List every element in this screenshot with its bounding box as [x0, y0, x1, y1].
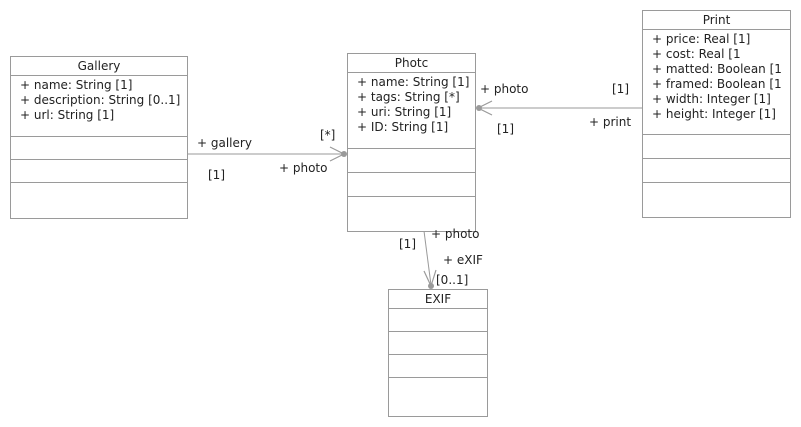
photo-exif-photo-role-label: + photo: [431, 227, 480, 241]
attribute-photo-tags: + tags: String [*]: [357, 90, 460, 104]
class-gallery-extra-compartment: [11, 159, 187, 182]
class-photo-extra-compartment: [348, 172, 475, 196]
class-exif-extra-compartment-2: [389, 377, 487, 416]
association-photo-exif-ownership-dot: [428, 283, 434, 289]
attribute-print-framed: + framed: Boolean [1: [652, 77, 782, 91]
class-gallery-operations-compartment: [11, 136, 187, 159]
attribute-photo-id: + ID: String [1]: [357, 120, 449, 134]
class-print-extra-compartment-2: [643, 182, 790, 217]
attribute-print-cost: + cost: Real [1: [652, 47, 741, 61]
class-photo-operations-compartment: [348, 148, 475, 172]
attribute-gallery-name: + name: String [1]: [20, 78, 133, 92]
print-photo-photo-role-label: + photo: [480, 82, 529, 96]
class-gallery-attributes: + name: String [1] + description: String…: [11, 76, 187, 136]
photo-exif-exif-multiplicity-label: [0..1]: [436, 273, 469, 287]
association-photo-exif-line: [423, 230, 432, 286]
gallery-photo-photo-role-label: + photo: [279, 161, 328, 175]
class-exif-operations-compartment: [389, 331, 487, 354]
print-photo-print-multiplicity-label: [1]: [612, 82, 629, 96]
class-exif-name: EXIF: [389, 290, 487, 309]
class-print-name: Print: [643, 11, 790, 30]
class-print-operations-compartment: [643, 134, 790, 158]
class-print[interactable]: Print + price: Real [1] + cost: Real [1 …: [642, 10, 791, 218]
attribute-print-width: + width: Integer [1]: [652, 92, 771, 106]
photo-exif-photo-multiplicity-label: [1]: [399, 237, 416, 251]
photo-exif-exif-role-label: + eXIF: [443, 253, 483, 267]
class-gallery[interactable]: Gallery + name: String [1] + description…: [10, 56, 188, 219]
attribute-gallery-url: + url: String [1]: [20, 108, 115, 122]
class-exif[interactable]: EXIF: [388, 289, 488, 417]
attribute-print-price: + price: Real [1]: [652, 32, 751, 46]
class-photo-name: Photc: [348, 54, 475, 73]
class-photo-extra-compartment-2: [348, 196, 475, 231]
gallery-photo-photo-multiplicity-label: [*]: [320, 128, 336, 142]
class-gallery-extra-compartment-2: [11, 182, 187, 218]
attribute-photo-uri: + uri: String [1]: [357, 105, 452, 119]
class-photo[interactable]: Photc + name: String [1] + tags: String …: [347, 53, 476, 232]
class-print-attributes: + price: Real [1] + cost: Real [1 + matt…: [643, 30, 790, 134]
attribute-gallery-description: + description: String [0..1]: [20, 93, 181, 107]
class-photo-attributes: + name: String [1] + tags: String [*] + …: [348, 73, 475, 148]
gallery-photo-gallery-role-label: + gallery: [197, 136, 252, 150]
attribute-print-matted: + matted: Boolean [1: [652, 62, 782, 76]
class-exif-attributes-compartment: [389, 309, 487, 331]
association-print-photo-ownership-dot: [476, 105, 482, 111]
association-gallery-photo-ownership-dot: [341, 151, 347, 157]
attribute-print-height: + height: Integer [1]: [652, 107, 776, 121]
print-photo-photo-multiplicity-label: [1]: [497, 122, 514, 136]
class-gallery-name: Gallery: [11, 57, 187, 76]
class-exif-extra-compartment: [389, 354, 487, 377]
print-photo-print-role-label: + print: [589, 115, 632, 129]
gallery-photo-gallery-multiplicity-label: [1]: [208, 168, 225, 182]
class-print-extra-compartment: [643, 158, 790, 182]
attribute-photo-name: + name: String [1]: [357, 75, 470, 89]
